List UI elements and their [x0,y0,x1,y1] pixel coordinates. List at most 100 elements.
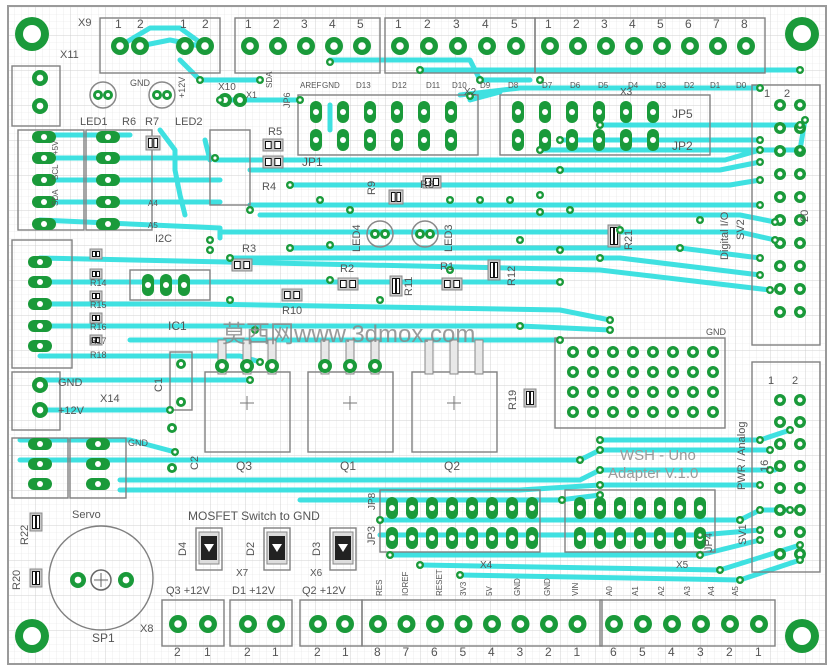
label-a2: A2 [657,586,666,596]
via [786,506,794,514]
ref-q3: Q3 [236,459,252,473]
smd-resistor [262,138,284,152]
via [756,158,764,166]
arduino-pin-label: GND [322,81,340,90]
via [596,491,604,499]
pin-number: 1 [395,17,402,31]
pad [32,98,48,114]
pad [774,526,786,538]
pad [526,527,538,549]
pin-number: 1 [115,17,122,31]
pad [386,497,398,519]
pin-number: 3 [601,17,608,31]
pad [397,615,416,633]
pad [667,366,679,378]
pad [594,497,606,519]
ref-r15: R15 [90,300,107,310]
ref-r3: R3 [242,243,256,255]
arduino-pin-label: D7 [542,81,553,90]
pad [663,615,681,633]
pad [593,129,605,151]
smd-resistor [487,259,501,281]
num-16: 16 [759,460,771,472]
via [766,446,774,454]
pad [28,320,52,332]
ref-led3: LED3 [443,224,455,252]
pin-number: 5 [639,645,646,659]
ref-r18: R18 [90,350,107,360]
pin-number: 1 [272,645,279,659]
pin-number: 1 [204,645,211,659]
pad [32,174,56,186]
pad [567,386,579,398]
pad [454,615,473,633]
ref-r6: R6 [122,116,136,128]
pad [567,366,579,378]
ref-c1: C1 [153,378,165,392]
pin-number: 1 [342,645,349,659]
pad [620,129,632,151]
via [476,76,484,84]
pad [176,359,186,369]
ref-x8: X8 [140,623,153,635]
ref-jp1: JP1 [302,155,323,169]
via [566,206,574,214]
via [556,136,564,144]
pin-number: 2 [573,17,580,31]
via [596,481,604,489]
pad [794,237,806,249]
pad [215,359,229,373]
pad [614,497,626,519]
smd-resistor [281,288,303,302]
pin-number: 2 [424,17,431,31]
sv2-pin-1: 1 [764,88,770,100]
pad [426,497,438,519]
pad [607,346,619,358]
label-d1-12v: D1 +12V [232,585,276,597]
via [756,136,764,144]
via [796,121,804,129]
via [756,254,764,262]
via [801,116,809,124]
pad [28,458,52,470]
pad [647,406,659,418]
via [756,271,764,279]
ref-r8: R8 [420,179,434,191]
ref-i2c: I2C [155,233,172,245]
pin-number: 8 [741,17,748,31]
sv1-pin-2: 2 [792,375,798,387]
via [576,456,584,464]
pad [466,497,478,519]
diode [266,531,288,565]
via [756,526,764,534]
pad [774,306,786,318]
pad [32,377,48,393]
pad [774,416,786,428]
pad [32,70,48,86]
ref-x6: X6 [310,568,323,579]
pin-number: 4 [629,17,636,31]
pad [774,438,786,450]
pad [687,366,699,378]
pad [647,129,659,151]
pad [647,366,659,378]
ref-r10: R10 [282,305,302,317]
label-3v3: 3V3 [459,581,468,596]
via [246,376,254,384]
pad [506,527,518,549]
via [756,536,764,544]
via [796,66,804,74]
arduino-pin-label: D13 [356,81,371,90]
via [346,206,354,214]
pad [667,386,679,398]
pad [687,386,699,398]
pin-number: 2 [726,645,733,659]
via [756,436,764,444]
pad [681,37,699,55]
speaker-sp1 [90,569,112,591]
pad [667,406,679,418]
pad [794,306,806,318]
arduino-pin-label: AREF [300,81,321,90]
ref-x10: X10 [218,82,236,93]
ref-x14: X14 [100,393,120,405]
